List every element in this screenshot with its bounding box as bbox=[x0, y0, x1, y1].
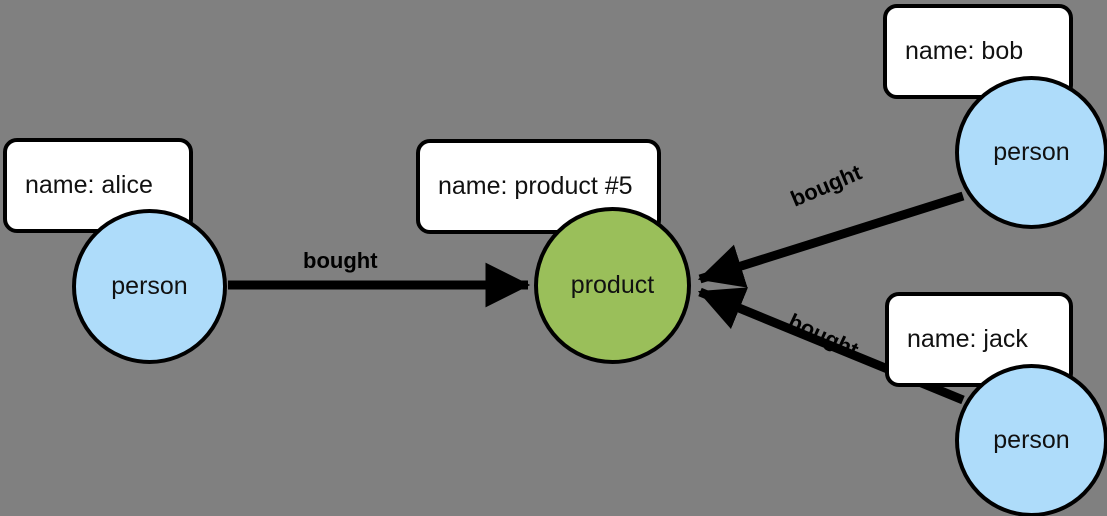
node-type-label-jack: person bbox=[993, 426, 1070, 454]
property-label-product: name: product #5 bbox=[438, 172, 633, 200]
property-label-bob: name: bob bbox=[905, 37, 1024, 65]
node-jack[interactable]: person bbox=[955, 364, 1107, 516]
edge-bob-bought-product[interactable] bbox=[697, 191, 965, 288]
node-alice[interactable]: person bbox=[72, 209, 227, 364]
property-label-alice: name: alice bbox=[25, 171, 153, 199]
node-type-label-bob: person bbox=[993, 138, 1070, 166]
node-type-label-alice: person bbox=[111, 272, 188, 300]
node-type-label-product: product bbox=[570, 271, 655, 299]
edge-label-alice-bought: bought bbox=[303, 248, 378, 273]
node-bob[interactable]: person bbox=[955, 76, 1107, 229]
property-label-jack: name: jack bbox=[907, 325, 1028, 353]
node-product[interactable]: product bbox=[534, 207, 691, 364]
